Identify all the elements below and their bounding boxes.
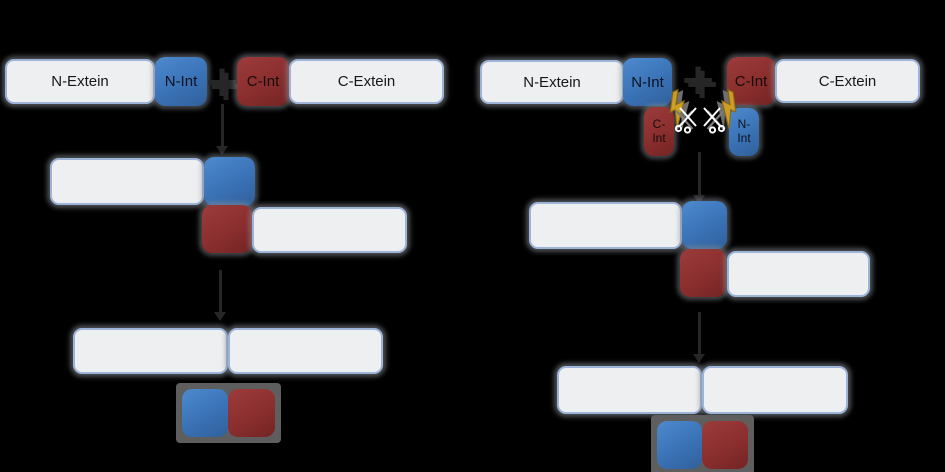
excised-n-int-square [657, 421, 702, 469]
c-extein-box: C-Extein [289, 59, 444, 104]
plus-icon: + [679, 53, 717, 105]
down-arrow-icon [221, 104, 224, 147]
n-int-box: N-Int [623, 58, 672, 106]
ligated-c-extein-box [702, 366, 848, 414]
ligated-n-extein-box [557, 366, 702, 414]
c-int-box: C-Int [727, 57, 775, 105]
caged-c-int-label-line2: Int [652, 130, 666, 145]
excised-c-int-square [702, 421, 748, 469]
c-int-box: C-Int [237, 57, 289, 106]
n-extein-intermediate-box [529, 202, 682, 249]
caged-n-int-label-line1: N- [737, 117, 751, 132]
plus-icon: + [203, 55, 241, 107]
c-int-intermediate-box [680, 249, 726, 297]
down-arrow-head-icon [214, 312, 226, 321]
c-extein-box: C-Extein [775, 59, 920, 103]
n-int-box: N-Int [155, 57, 207, 106]
down-arrow-head-icon [216, 146, 228, 155]
caged-c-int-box: C- Int [644, 107, 674, 156]
n-int-intermediate-box [682, 201, 727, 249]
excised-intein-pair [176, 383, 281, 443]
down-arrow-icon [698, 152, 701, 196]
ligated-n-extein-box [73, 328, 228, 374]
c-extein-intermediate-box [252, 207, 407, 253]
n-int-intermediate-box [204, 157, 255, 206]
down-arrow-head-icon [693, 354, 705, 363]
n-extein-box: N-Extein [480, 60, 624, 104]
excised-c-int-square [228, 389, 275, 437]
scissors-icon [703, 107, 726, 134]
lightning-bolt-icon [716, 88, 737, 130]
ligated-c-extein-box [228, 328, 383, 374]
excised-intein-pair [651, 415, 754, 472]
down-arrow-head-icon [693, 195, 705, 204]
n-extein-intermediate-box [50, 158, 204, 205]
c-int-intermediate-box [202, 205, 252, 253]
caged-n-int-box: N- Int [729, 108, 759, 156]
c-extein-intermediate-box [727, 251, 870, 297]
caged-c-int-label-line1: C- [652, 116, 666, 131]
n-extein-box: N-Extein [5, 59, 155, 104]
scissors-icon [674, 107, 697, 134]
caged-n-int-label-line2: Int [737, 131, 751, 145]
excised-n-int-square [182, 389, 228, 437]
down-arrow-icon [698, 312, 701, 355]
down-arrow-icon [219, 270, 222, 313]
